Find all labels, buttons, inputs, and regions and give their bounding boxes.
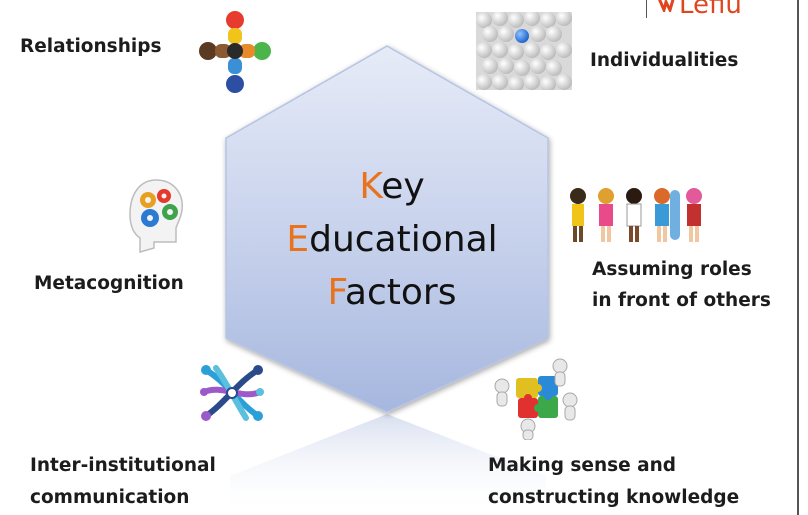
- title-key-rest: ey: [381, 166, 425, 207]
- frame-line-logo-divider: [646, 0, 647, 18]
- label-relationships: Relationships: [20, 36, 162, 57]
- initial-e: E: [286, 219, 310, 260]
- title-line-educational: Educational: [262, 213, 522, 266]
- kid-5: [686, 188, 702, 242]
- making-sense-puzzle-people-icon: [494, 358, 578, 440]
- logo: Lefiu: [648, 0, 808, 22]
- logo-text: Lefiu: [679, 0, 742, 20]
- inter-institutional-network-icon: [200, 365, 264, 421]
- puzzle-pieces: [516, 376, 558, 418]
- title-factors-rest: actors: [344, 272, 457, 313]
- label-making-sense-1: Making sense and: [488, 455, 677, 476]
- label-making-sense-2: constructing knowledge: [488, 487, 740, 508]
- metacognition-head-gears-icon: [129, 179, 183, 253]
- relationships-people-icon: [199, 11, 271, 93]
- initial-k: K: [359, 166, 382, 207]
- individualities-spheres-icon: [476, 12, 572, 90]
- hexagon-shape: [225, 45, 549, 413]
- assuming-roles-kids-icon: [570, 188, 702, 242]
- center-title: Key Educational Factors: [262, 160, 522, 319]
- label-inter-institutional-1: Inter-institutional: [30, 455, 216, 476]
- kid-4: [654, 188, 680, 242]
- label-individualities: Individualities: [590, 50, 739, 71]
- label-inter-institutional-2: communication: [30, 487, 190, 508]
- label-assuming-roles-1: Assuming roles: [592, 259, 752, 280]
- frame-line-right: [797, 0, 799, 515]
- label-assuming-roles-2: in front of others: [592, 290, 771, 311]
- kid-1: [570, 188, 586, 242]
- title-line-key: Key: [262, 160, 522, 213]
- label-metacognition: Metacognition: [34, 273, 184, 294]
- initial-f: F: [327, 272, 345, 313]
- kid-3: [626, 188, 642, 242]
- title-educational-rest: ducational: [309, 219, 498, 260]
- hexagon-reflection: [230, 414, 546, 515]
- title-line-factors: Factors: [262, 266, 522, 319]
- kid-2: [598, 188, 614, 242]
- logo-mark-icon: [658, 0, 675, 12]
